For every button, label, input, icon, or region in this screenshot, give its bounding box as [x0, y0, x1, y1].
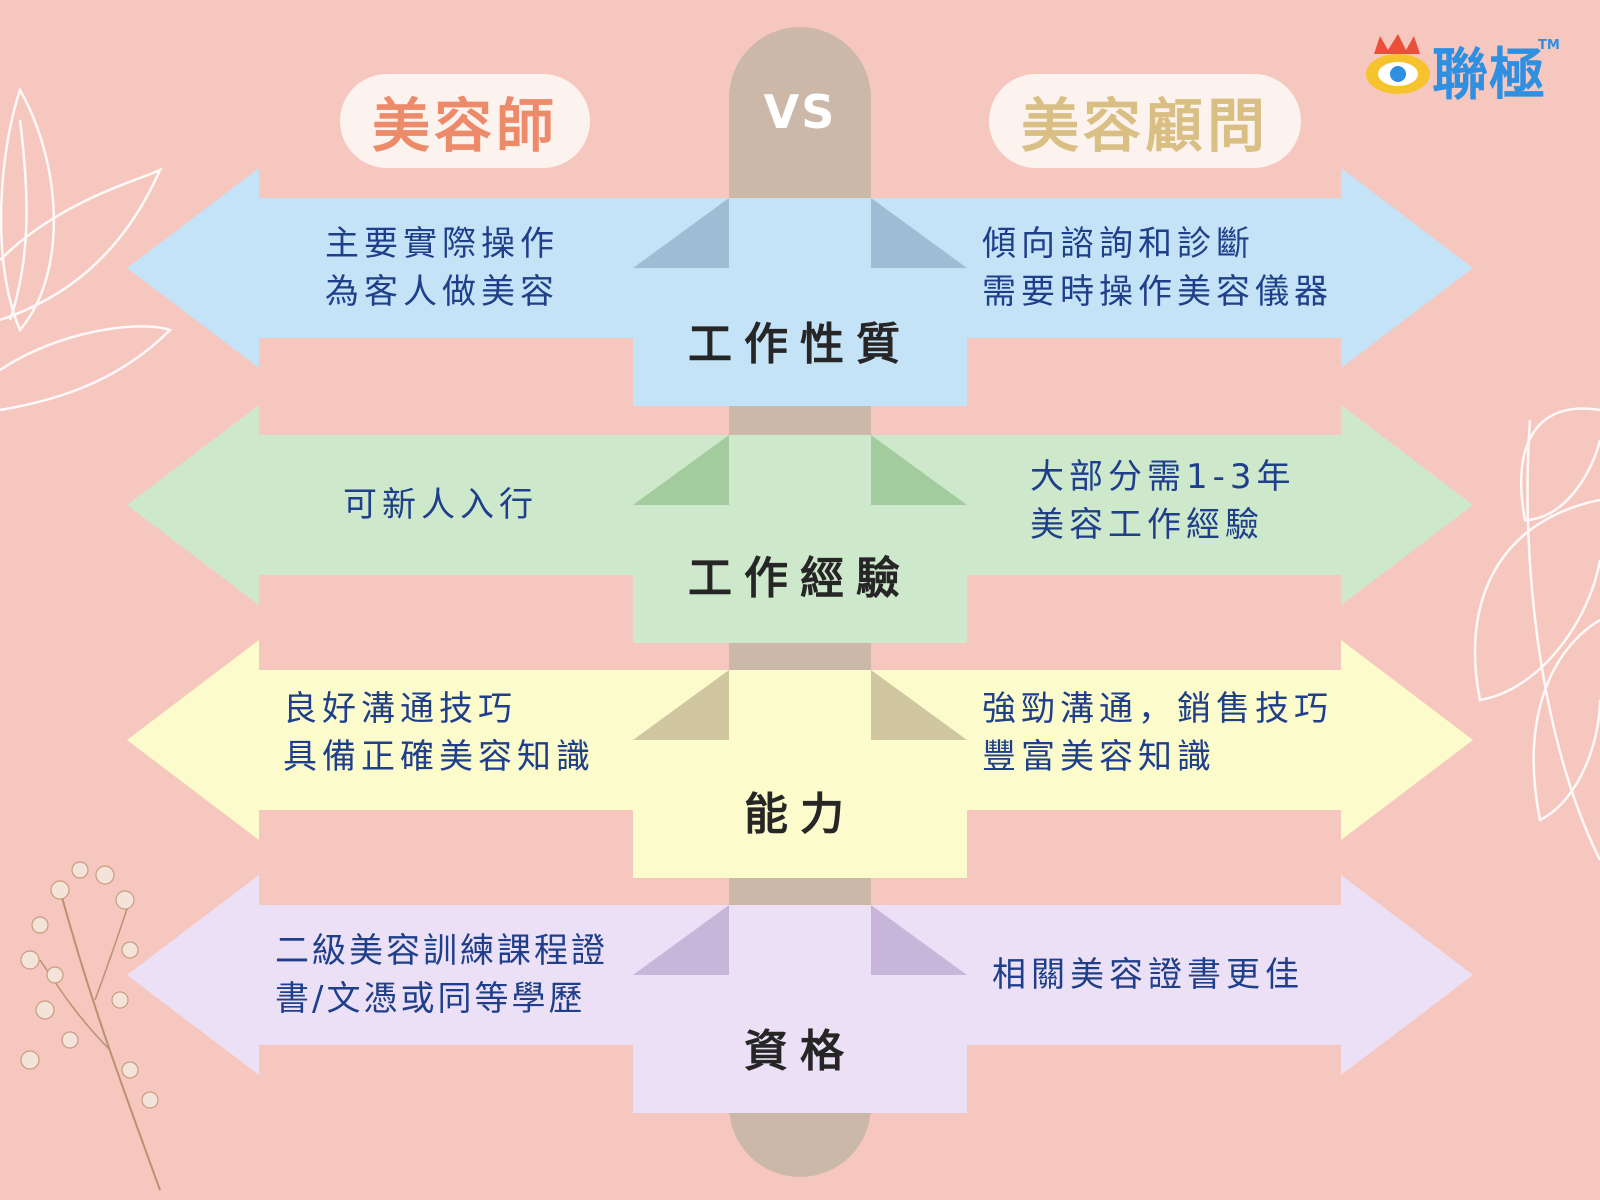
label-panel: [633, 268, 967, 406]
arrow-fold-right: [871, 198, 967, 268]
double-arrow: [127, 875, 1473, 1113]
double-arrow: [127, 168, 1473, 406]
double-arrow: [127, 640, 1473, 878]
left-text: 良好溝通技巧具備正確美容知識: [283, 689, 595, 777]
left-text: 主要實際操作為客人做美容: [325, 224, 559, 312]
comparison-row-work-nature: 主要實際操作為客人做美容 傾向諮詢和診斷需要時操作美容儀器 工作性質: [0, 168, 1600, 406]
vs-label: VS: [763, 85, 837, 139]
right-text: 大部分需1-3年美容工作經驗: [1030, 457, 1296, 545]
arrow-fold-right: [871, 905, 967, 975]
leaf-outline-right-low: [1532, 618, 1600, 822]
right-text: 傾向諮詢和診斷需要時操作美容儀器: [982, 224, 1333, 312]
leaf-outline-left-low: [0, 325, 173, 412]
arrow-fold-left: [633, 905, 729, 975]
arrow-fold-left: [633, 435, 729, 505]
arrow-fold-right: [871, 670, 967, 740]
right-text: 強勁溝通，銷售技巧豐富美容知識: [982, 689, 1333, 777]
leaf-outline-left-mid: [0, 167, 163, 322]
label-panel: [633, 975, 967, 1113]
left-text: 可新人入行: [343, 485, 538, 525]
arrow-fold-left: [633, 198, 729, 268]
leaf-outline-left-top: [0, 86, 56, 333]
comparison-row-experience: 可新人入行 大部分需1-3年美容工作經驗 工作經驗: [0, 405, 1600, 643]
comparison-row-qualification: 二級美容訓練課程證書/文憑或同等學歷 相關美容證書更佳 資格: [0, 875, 1600, 1113]
leaf-outline-right-top: [1520, 407, 1600, 522]
label-panel: [633, 505, 967, 643]
label-panel: [633, 740, 967, 878]
double-arrow: [127, 405, 1473, 643]
arrow-fold-left: [633, 670, 729, 740]
left-title: 美容師: [340, 74, 590, 168]
arrow-fold-right: [871, 435, 967, 505]
right-text: 相關美容證書更佳: [992, 955, 1304, 995]
right-title: 美容顧問: [989, 74, 1301, 168]
logo-eye-icon: [1366, 34, 1430, 94]
row-label: 資格: [744, 1026, 856, 1077]
logo-text: 聯極: [1432, 43, 1546, 108]
comparison-row-ability: 良好溝通技巧具備正確美容知識 強勁溝通，銷售技巧豐富美容知識 能力: [0, 640, 1600, 878]
logo-trademark: TM: [1538, 38, 1560, 53]
left-text: 二級美容訓練課程證書/文憑或同等學歷: [275, 931, 608, 1019]
leaf-vein-left: [8, 119, 28, 321]
row-label: 工作性質: [688, 319, 912, 370]
row-label: 能力: [744, 789, 856, 840]
flower-sprig: [20, 861, 161, 1191]
leaf-outline-right-stem: [1526, 419, 1600, 861]
row-label: 工作經驗: [688, 553, 912, 604]
